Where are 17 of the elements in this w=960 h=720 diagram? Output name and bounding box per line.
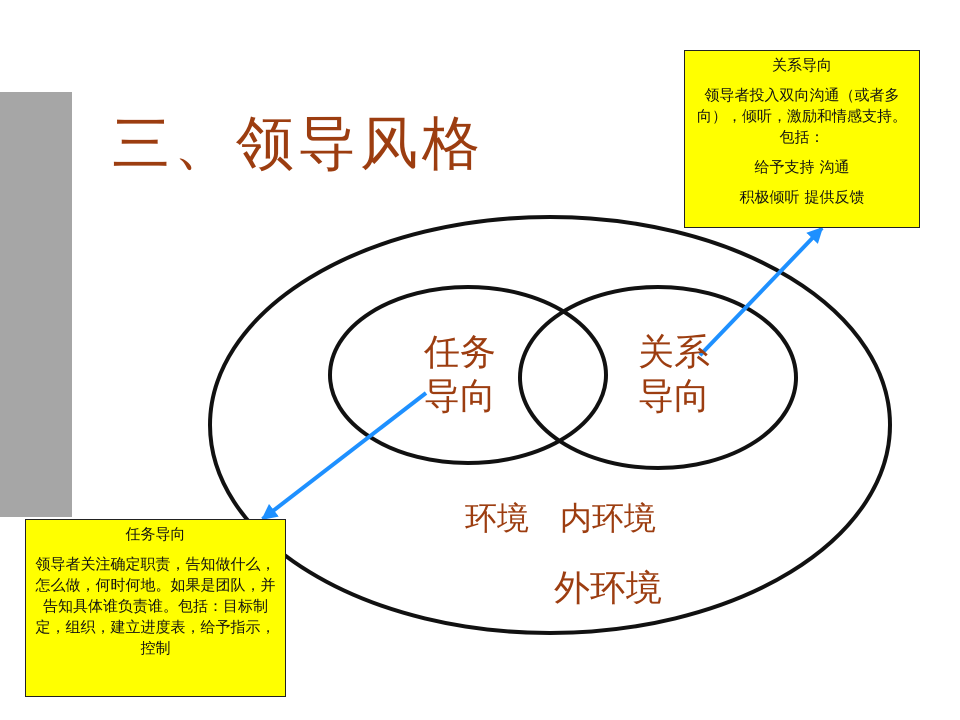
callout-text: 领导者关注确定职责，告知做什么，怎么做，何时何地。如果是团队，并告知具体谁负责谁。包括：目标制定，组织，建立进度表，给予指示，控制 <box>34 554 276 659</box>
ellipse-label: 任务导向 <box>423 331 497 419</box>
callout-heading: 关系导向 <box>771 55 833 76</box>
callout-heading: 任务导向 <box>124 524 186 545</box>
region-label: 环境 <box>465 498 529 539</box>
title: 三、领导风格 <box>112 108 484 179</box>
arrow <box>698 226 824 357</box>
ellipse-label: 外环境 <box>553 567 663 611</box>
callout-box <box>25 519 286 697</box>
callout-text: 领导者投入双向沟通（或者多向），倾听，激励和情感支持。包括： <box>696 85 908 148</box>
callout-box <box>684 50 920 228</box>
ellipse-label: 关系导向 <box>637 331 711 419</box>
side-bar <box>0 92 72 517</box>
callout-text: 积极倾听 提供反馈 <box>738 187 866 208</box>
region-label: 内环境 <box>560 498 656 539</box>
arrow <box>261 391 428 521</box>
callout-text: 给予支持 沟通 <box>754 157 850 178</box>
